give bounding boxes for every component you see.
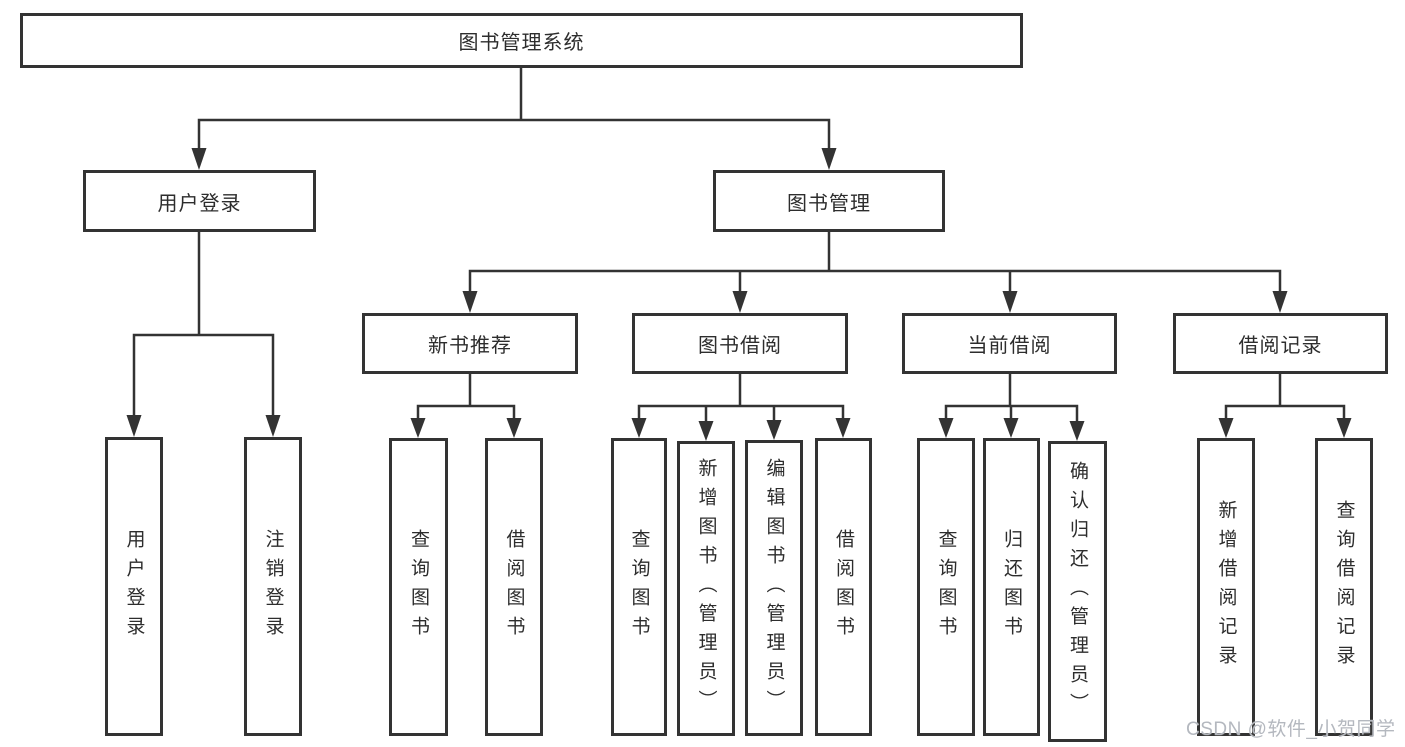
leaf-borrow-books: 借阅图书 xyxy=(815,438,872,736)
leaf-query-books-newbook: 查询图书 xyxy=(389,438,448,736)
leaf-label: 确认归还（管理员） xyxy=(1067,461,1088,722)
node-label: 当前借阅 xyxy=(967,335,1052,357)
leaf-label: 新增借阅记录 xyxy=(1215,500,1237,674)
leaf-label: 查询借阅记录 xyxy=(1333,500,1355,674)
connector-current-to-leaves xyxy=(944,372,1079,429)
node-user-login: 用户登录 xyxy=(83,170,316,232)
leaf-query-borrow-record: 查询借阅记录 xyxy=(1315,438,1373,736)
node-book-borrow: 图书借阅 xyxy=(632,313,848,374)
arrow-down-icon xyxy=(462,291,478,313)
arrowheads xyxy=(126,148,1352,441)
leaf-borrow-books-newbook: 借阅图书 xyxy=(485,438,543,736)
arrow-down-icon xyxy=(265,415,281,437)
arrow-down-icon xyxy=(506,418,522,438)
arrow-down-icon xyxy=(410,418,426,438)
node-current-borrow: 当前借阅 xyxy=(902,313,1117,374)
leaf-query-books-borrow: 查询图书 xyxy=(611,438,667,736)
arrow-down-icon xyxy=(821,148,837,170)
leaf-label: 借阅图书 xyxy=(833,529,854,645)
arrow-down-icon xyxy=(1272,291,1288,313)
node-book-management: 图书管理 xyxy=(713,170,945,232)
node-label: 用户登录 xyxy=(157,192,242,215)
node-new-book-recommend: 新书推荐 xyxy=(362,313,578,374)
arrow-down-icon xyxy=(1218,418,1234,438)
arrow-down-icon xyxy=(835,418,851,438)
leaf-label: 编辑图书（管理员） xyxy=(763,457,785,719)
leaf-add-book-admin: 新增图书（管理员） xyxy=(677,441,735,736)
leaf-label: 借阅图书 xyxy=(503,529,525,645)
connector-mgmt-to-level3 xyxy=(468,230,1282,299)
arrow-down-icon xyxy=(191,148,207,170)
leaf-label: 用户登录 xyxy=(123,528,145,645)
connector-login-to-leaves xyxy=(132,230,275,421)
leaf-label: 查询图书 xyxy=(408,529,429,645)
arrow-down-icon xyxy=(631,418,647,438)
node-label: 图书借阅 xyxy=(698,335,782,357)
connector-root-to-level2 xyxy=(197,66,831,154)
node-label: 新书推荐 xyxy=(428,335,512,357)
leaf-query-books-current: 查询图书 xyxy=(917,438,975,736)
leaf-return-book: 归还图书 xyxy=(983,438,1040,736)
leaf-edit-book-admin: 编辑图书（管理员） xyxy=(745,440,803,736)
leaf-label: 新增图书（管理员） xyxy=(695,458,717,719)
leaf-label: 注销登录 xyxy=(262,528,284,645)
leaf-add-borrow-record: 新增借阅记录 xyxy=(1197,438,1255,736)
node-label: 借阅记录 xyxy=(1238,335,1323,357)
node-borrow-record: 借阅记录 xyxy=(1173,313,1388,374)
arrow-down-icon xyxy=(938,418,954,438)
connector-borrow-to-leaves xyxy=(637,372,845,429)
connector-newbook-to-leaves xyxy=(416,372,516,426)
leaf-user-login: 用户登录 xyxy=(105,437,163,736)
connector-record-to-leaves xyxy=(1224,372,1346,426)
arrow-down-icon xyxy=(1069,421,1085,441)
node-label: 图书管理 xyxy=(787,192,871,215)
leaf-label: 查询图书 xyxy=(628,529,650,645)
leaf-label: 归还图书 xyxy=(1001,529,1022,645)
arrow-down-icon xyxy=(1336,418,1352,438)
csdn-watermark: CSDN @软件_小贺同学 xyxy=(1186,719,1396,740)
arrow-down-icon xyxy=(698,421,714,441)
node-root-system: 图书管理系统 xyxy=(20,13,1023,68)
arrow-down-icon xyxy=(1002,291,1018,313)
leaf-label: 查询图书 xyxy=(935,529,957,645)
arrow-down-icon xyxy=(1003,418,1019,438)
leaf-logout: 注销登录 xyxy=(244,437,302,736)
arrow-down-icon xyxy=(126,415,142,437)
arrow-down-icon xyxy=(732,291,748,313)
arrow-down-icon xyxy=(766,420,782,440)
leaf-confirm-return-admin: 确认归还（管理员） xyxy=(1048,441,1107,742)
node-root-label: 图书管理系统 xyxy=(458,32,585,54)
